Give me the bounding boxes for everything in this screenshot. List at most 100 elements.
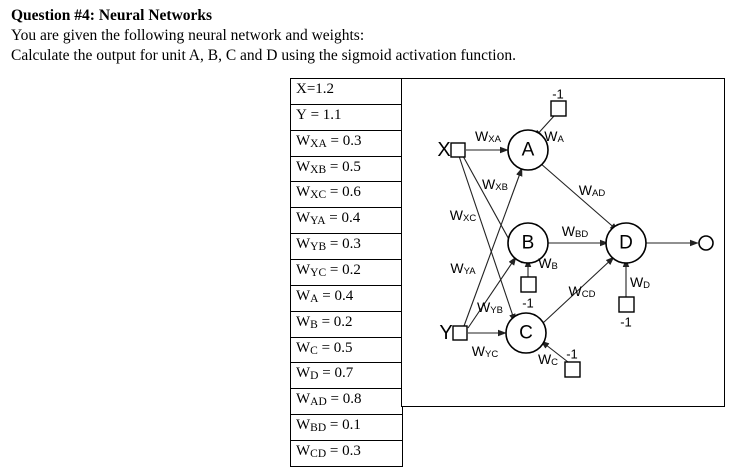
weight-cell: WBD = 0.1 — [290, 414, 403, 442]
input-node-x — [450, 142, 466, 158]
input-node-y — [452, 325, 468, 341]
table-row: WB = 0.2 — [290, 310, 403, 338]
weight-name: W — [296, 262, 311, 279]
edge-label-wbd: WBD — [562, 223, 589, 240]
weight-name: W — [296, 158, 311, 175]
unit-node-a — [507, 129, 549, 171]
edge-label-wa: WA — [544, 128, 564, 145]
weight-value: = 0.3 — [326, 132, 362, 149]
weight-cell: WYB = 0.3 — [290, 233, 403, 261]
weight-cell: WYC = 0.2 — [290, 259, 403, 286]
weight-subscript: CD — [310, 448, 327, 461]
edge-label-wxb: WXB — [482, 176, 508, 193]
table-row: WBD = 0.1 — [290, 414, 403, 442]
table-row: WYB = 0.3 — [290, 233, 403, 261]
neural-network-diagram: X Y -1 -1 -1 -1 A B C D — [401, 78, 725, 407]
unit-label-a: A — [522, 140, 535, 161]
unit-node-d — [605, 222, 647, 264]
unit-node-c — [505, 312, 547, 354]
weights-table-body: X=1.2 Y = 1.1 WXA = 0.3 WXB = 0.5 WXC = … — [290, 78, 403, 467]
bias-node-c — [564, 361, 581, 378]
weight-cell: WXC = 0.6 — [290, 181, 403, 209]
weight-cell: Y = 1.1 — [290, 103, 403, 131]
weight-value: = 0.1 — [326, 417, 361, 434]
weight-subscript: XA — [310, 137, 327, 150]
bias-label-b: -1 — [522, 296, 534, 311]
input-label-x: X — [437, 139, 450, 161]
table-row: WYC = 0.2 — [290, 259, 403, 286]
table-row: WD = 0.7 — [290, 362, 403, 390]
table-row: WCD = 0.3 — [290, 440, 403, 467]
edge-x-to-c — [458, 155, 516, 323]
weight-name: W — [296, 313, 311, 330]
table-row: WA = 0.4 — [290, 284, 403, 312]
weight-name: W — [296, 236, 311, 253]
question-line-task: Calculate the output for unit A, B, C an… — [11, 47, 516, 64]
weight-value: = 1.1 — [306, 106, 342, 123]
weight-value: = 0.5 — [317, 339, 353, 356]
edge-label-wxc: WXC — [450, 207, 477, 224]
weight-name: W — [296, 210, 311, 227]
weight-value: = 0.4 — [318, 287, 354, 304]
table-row: WC = 0.5 — [290, 336, 403, 364]
weight-value: = 0.5 — [326, 158, 361, 175]
edge-label-wcd: WCD — [569, 283, 596, 300]
weight-value: =1.2 — [306, 81, 335, 97]
weight-name: X — [296, 81, 307, 97]
table-row: Y = 1.1 — [290, 103, 403, 131]
weight-value: = 0.3 — [326, 236, 361, 253]
bias-node-d — [618, 296, 635, 313]
unit-label-c: C — [519, 323, 533, 344]
weights-table: X=1.2 Y = 1.1 WXA = 0.3 WXB = 0.5 WXC = … — [290, 78, 403, 467]
weight-subscript: YB — [310, 241, 327, 254]
weight-cell: X=1.2 — [290, 78, 403, 105]
edge-label-wd: WD — [630, 274, 650, 291]
table-row: WAD = 0.8 — [290, 388, 403, 416]
edge-label-wyc: WYC — [472, 343, 499, 360]
unit-label-b: B — [522, 233, 535, 254]
weight-name: W — [296, 132, 311, 149]
edge-a-to-d — [539, 162, 619, 232]
weight-value: = 0.7 — [318, 365, 354, 382]
edge-y-to-b — [467, 256, 517, 329]
weight-subscript: YA — [310, 215, 326, 228]
bias-node-b — [520, 276, 537, 293]
table-row: WXC = 0.6 — [290, 181, 403, 209]
weight-value: = 0.4 — [325, 210, 361, 227]
bias-label-c: -1 — [566, 347, 578, 362]
edge-bias-to-c — [540, 340, 569, 363]
question-title: Question #4: Neural Networks — [11, 7, 213, 24]
edge-y-to-a — [463, 167, 523, 327]
weight-subscript: AD — [310, 396, 327, 409]
weight-cell: WD = 0.7 — [290, 362, 403, 390]
bias-label-d: -1 — [620, 315, 632, 330]
edge-c-to-d — [542, 256, 615, 324]
table-row: WXB = 0.5 — [290, 155, 403, 183]
edge-label-wyb: WYB — [477, 299, 503, 316]
question-heading-block: Question #4: Neural Networks You are giv… — [11, 6, 631, 66]
weight-value: = 0.2 — [317, 313, 353, 330]
weight-subscript: XC — [310, 189, 327, 202]
edge-label-wb: WB — [538, 255, 558, 272]
weight-value: = 0.3 — [326, 443, 361, 460]
table-row: X=1.2 — [290, 78, 403, 105]
weight-name: W — [296, 184, 311, 201]
weight-name: W — [296, 287, 311, 304]
output-node — [698, 235, 714, 251]
weight-subscript: B — [310, 318, 318, 331]
weight-cell: WB = 0.2 — [290, 310, 403, 338]
weight-name: W — [296, 443, 311, 460]
table-row: WYA = 0.4 — [290, 207, 403, 235]
weight-subscript: BD — [310, 422, 327, 435]
page-root: Question #4: Neural Networks You are giv… — [11, 6, 725, 467]
weight-value: = 0.8 — [326, 391, 362, 408]
input-label-y: Y — [439, 322, 452, 344]
unit-label-d: D — [619, 233, 633, 254]
edge-label-wya: WYA — [450, 260, 476, 277]
weight-subscript: C — [310, 344, 318, 357]
weight-cell: WAD = 0.8 — [290, 388, 403, 416]
edge-label-wad: WAD — [579, 182, 606, 199]
weight-cell: WYA = 0.4 — [290, 207, 403, 235]
weight-name: W — [296, 417, 311, 434]
bias-node-a — [550, 100, 567, 117]
